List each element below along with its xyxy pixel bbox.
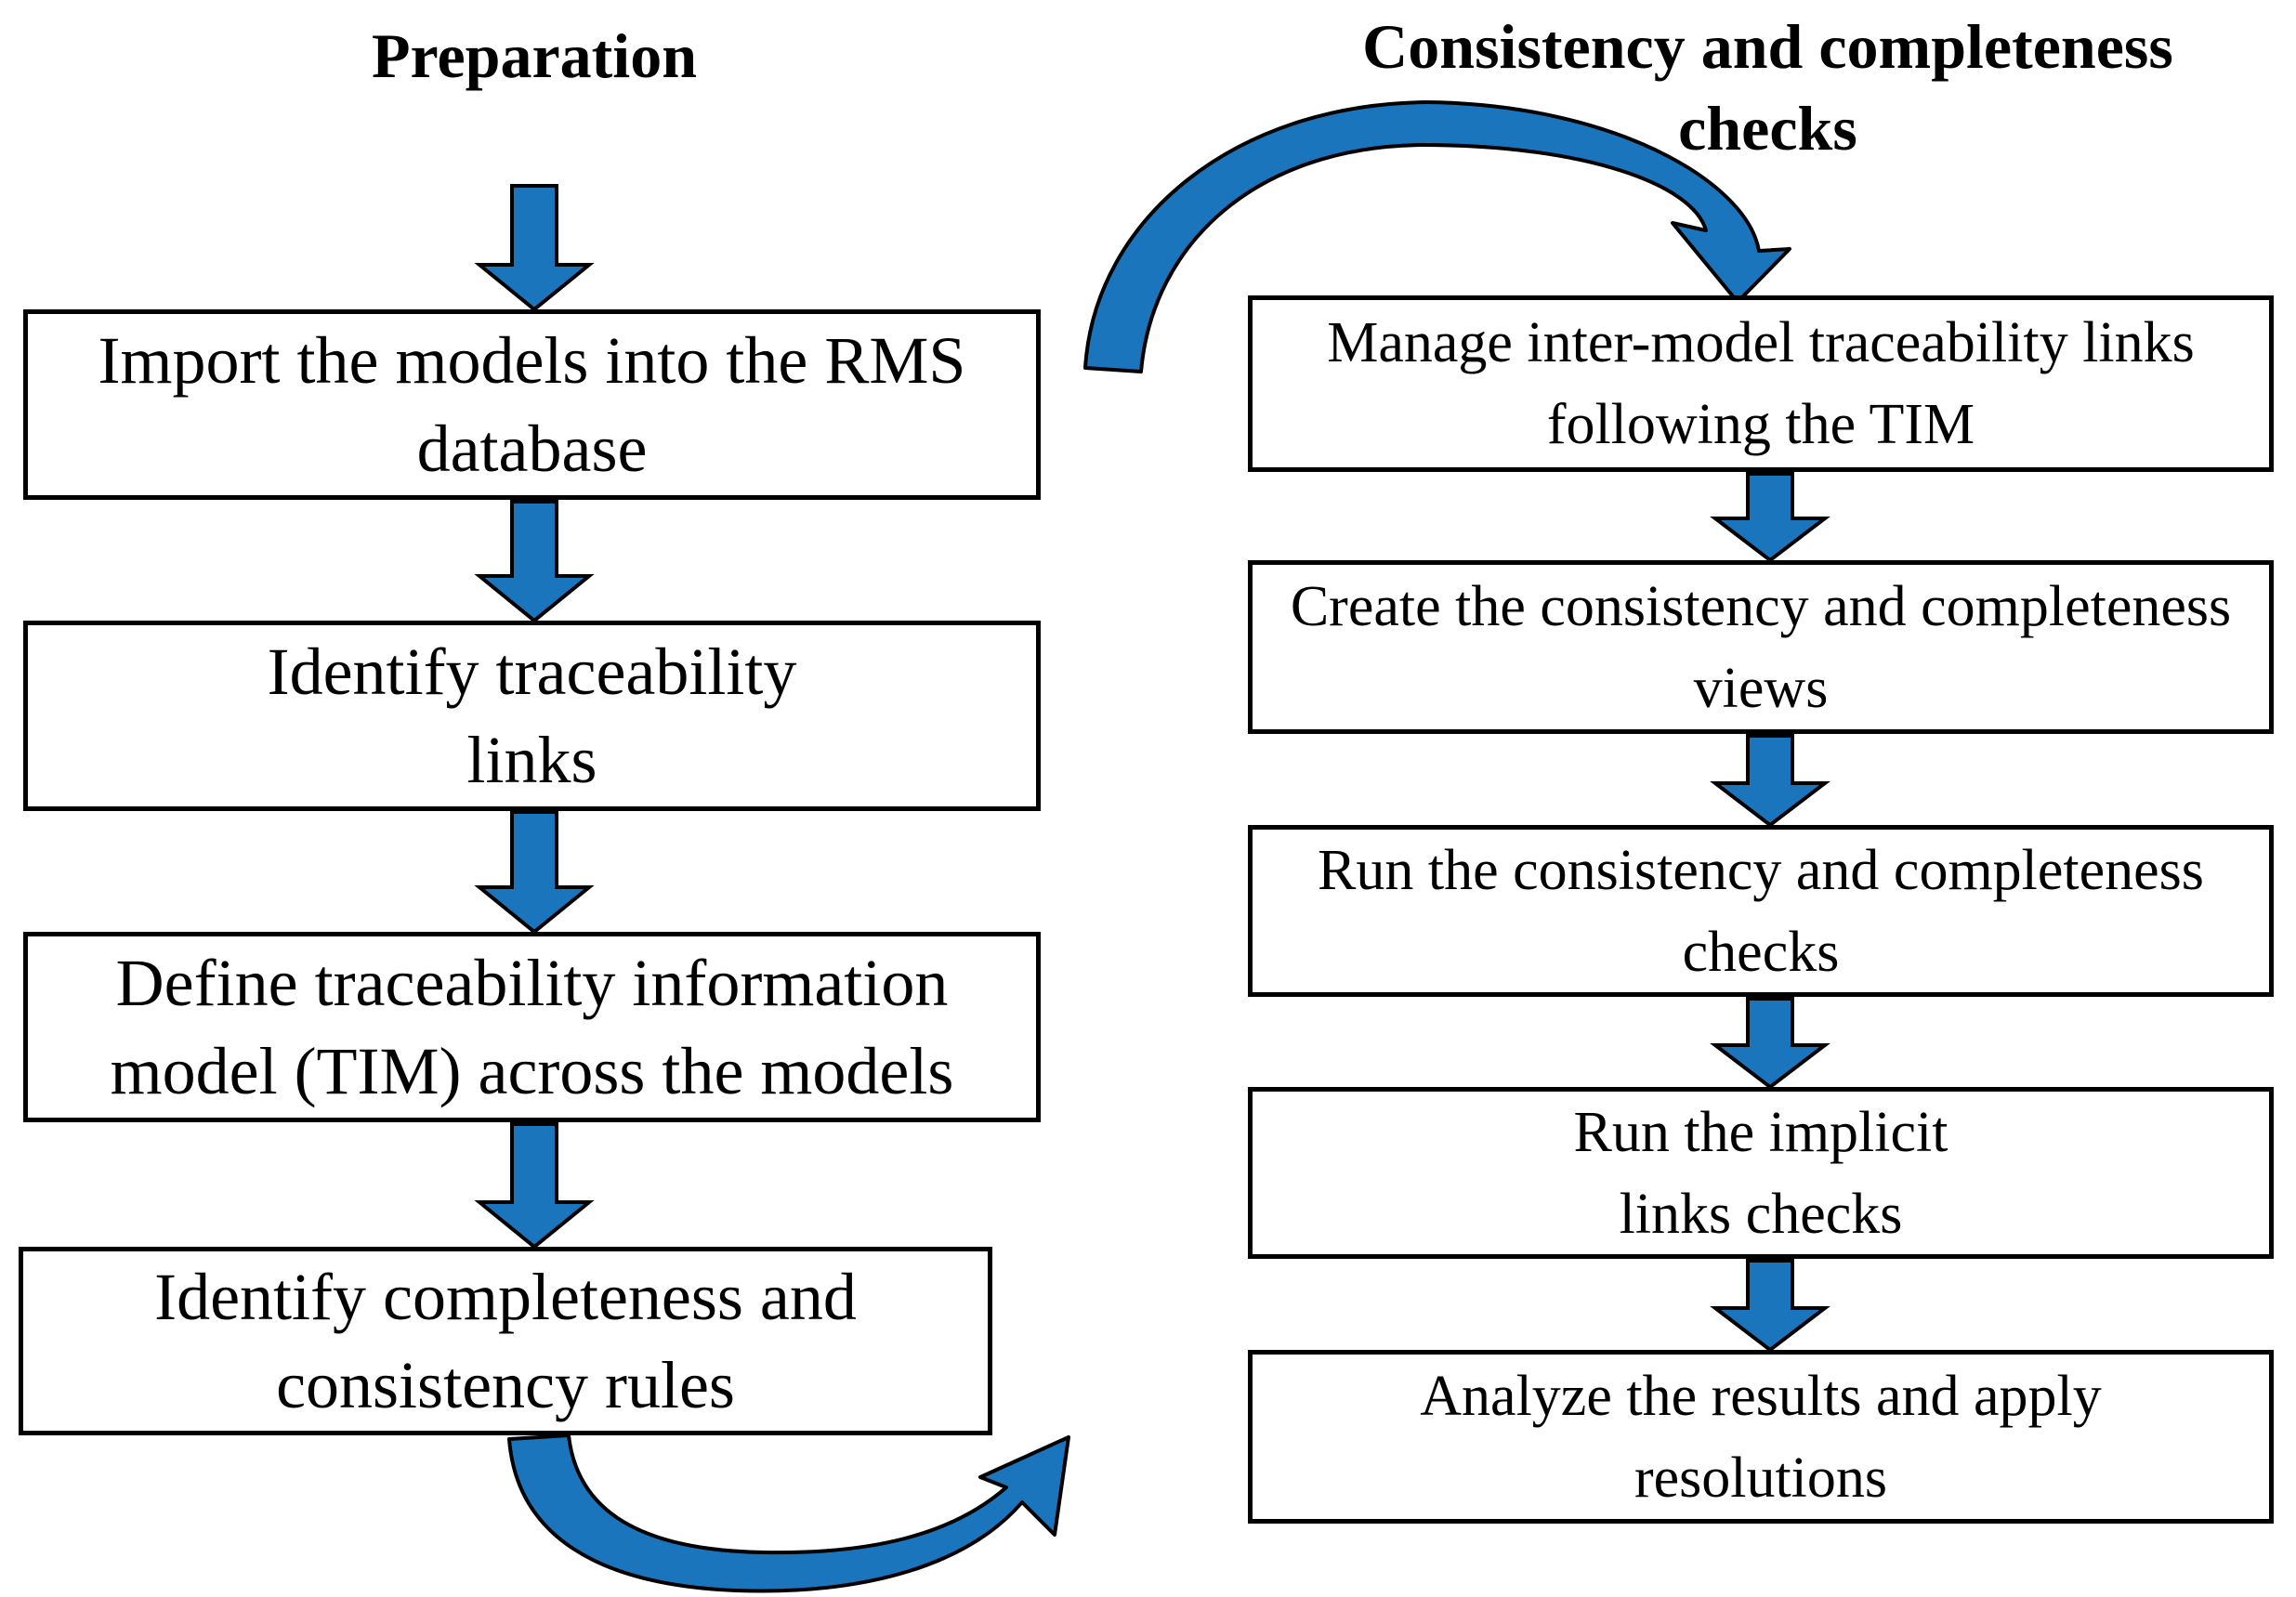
curved-arrow-from-preparation-icon — [507, 1433, 1070, 1593]
step-text-line: database — [416, 411, 648, 486]
step-text-line: links — [466, 722, 597, 797]
right-column-title-line1: Consistency and completeness — [1362, 11, 2173, 82]
step-text-line: Import the models into the RMS — [98, 322, 966, 398]
step-box-manage-links: Manage inter-model traceability links fo… — [1248, 295, 2274, 472]
step-text-line: consistency rules — [276, 1347, 735, 1422]
step-box-define-tim: Define traceability information model (T… — [23, 932, 1041, 1122]
step-box-import-models: Import the models into the RMS database — [23, 309, 1041, 500]
curved-arrow-to-checks-icon — [1083, 100, 1791, 373]
down-arrow-icon — [1710, 997, 1830, 1090]
down-arrow-icon — [474, 184, 595, 312]
step-text-line: views — [1693, 656, 1829, 720]
step-text-line: Run the consistency and completeness — [1318, 838, 2204, 902]
step-box-identify-rules: Identify completeness and consistency ru… — [19, 1247, 992, 1435]
step-box-create-views: Create the consistency and completeness … — [1248, 560, 2274, 734]
step-text-line: Identify completeness and — [154, 1259, 857, 1334]
left-column-title: Preparation — [371, 20, 698, 91]
step-box-run-checks: Run the consistency and completeness che… — [1248, 825, 2274, 997]
step-text-line: checks — [1682, 920, 1840, 984]
step-text-line: following the TIM — [1546, 393, 1975, 456]
right-column-title-line2: checks — [1678, 93, 1857, 164]
down-arrow-icon — [474, 500, 595, 623]
step-box-identify-traceability-links: Identify traceability links — [23, 621, 1041, 811]
down-arrow-icon — [474, 810, 595, 935]
step-box-run-implicit-links-checks: Run the implicit links checks — [1248, 1087, 2274, 1259]
step-text-line: Manage inter-model traceability links — [1327, 311, 2195, 374]
step-box-analyze-results: Analyze the results and apply resolution… — [1248, 1350, 2274, 1524]
down-arrow-icon — [474, 1122, 595, 1250]
step-text-line: Analyze the results and apply — [1420, 1364, 2102, 1428]
step-text-line: model (TIM) across the models — [110, 1033, 954, 1108]
step-text-line: Identify traceability — [267, 634, 797, 709]
step-text-line: links checks — [1619, 1182, 1903, 1246]
down-arrow-icon — [1710, 472, 1830, 563]
step-text-line: Run the implicit — [1573, 1100, 1948, 1164]
step-text-line: Create the consistency and completeness — [1290, 574, 2232, 638]
right-column-title: Consistency and completeness checks — [1250, 6, 2286, 169]
step-text-line: Define traceability information — [115, 945, 949, 1020]
down-arrow-icon — [1710, 734, 1830, 828]
step-text-line: resolutions — [1633, 1446, 1888, 1510]
down-arrow-icon — [1710, 1259, 1830, 1353]
